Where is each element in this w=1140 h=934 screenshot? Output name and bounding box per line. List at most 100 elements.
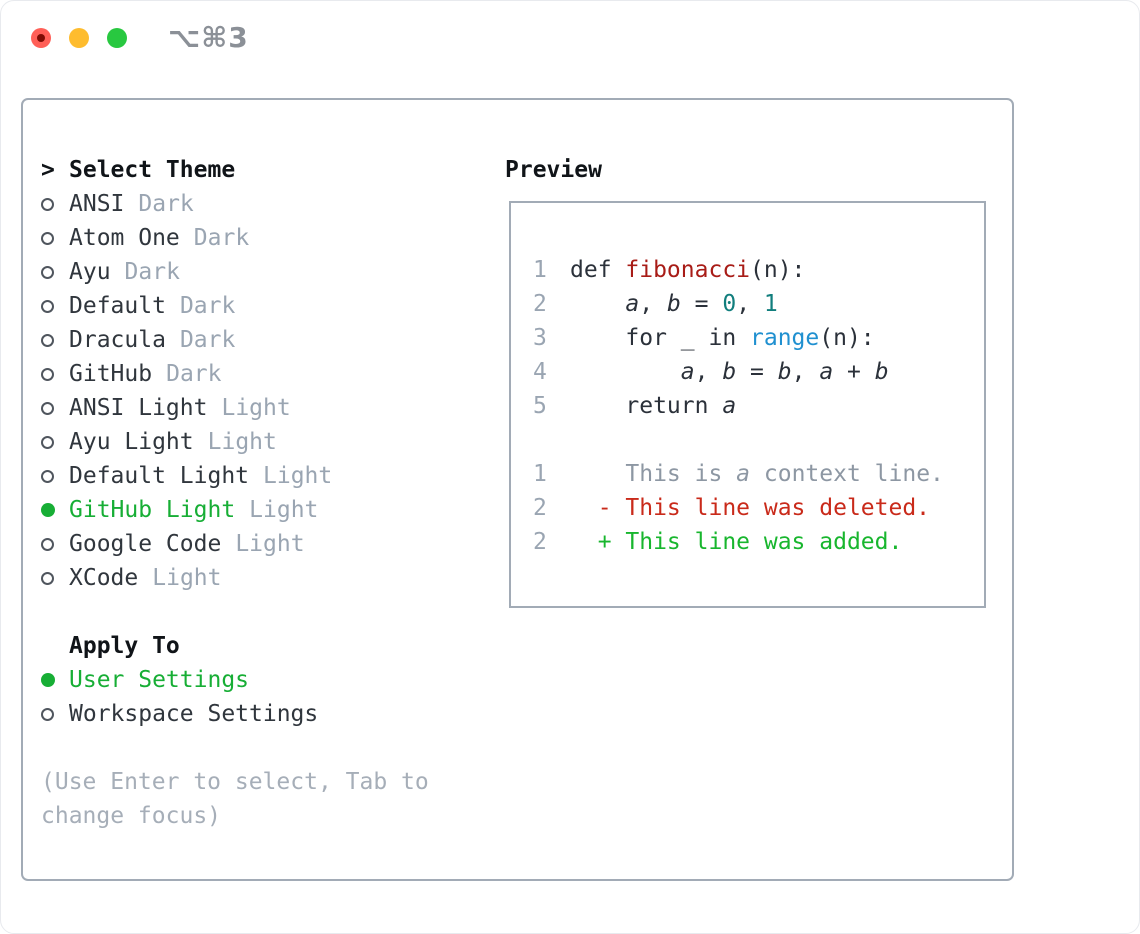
code-segment: fibonacci xyxy=(625,257,751,283)
preview-line: 5 return a xyxy=(533,389,984,423)
code-segment: return xyxy=(570,393,723,419)
prompt-chevron-icon: > xyxy=(41,157,55,183)
code-segment: 1 xyxy=(763,291,778,317)
code-segment xyxy=(570,291,625,317)
line-content: This is a context line. xyxy=(570,461,944,487)
theme-name: Dracula xyxy=(69,327,166,353)
preview-line: 1 This is a context line. xyxy=(533,457,984,491)
theme-name: GitHub Light xyxy=(69,497,236,523)
radio-gutter xyxy=(41,333,69,347)
zoom-button[interactable] xyxy=(107,28,127,48)
code-segment xyxy=(570,359,681,385)
theme-option[interactable]: GitHub Light Light xyxy=(41,493,481,527)
radio-gutter xyxy=(41,537,69,551)
line-number: 2 xyxy=(533,495,547,521)
preview-line: 2 + This line was added. xyxy=(533,525,984,559)
line-number: 5 xyxy=(533,393,547,419)
radio-selected-icon xyxy=(41,503,55,517)
close-button[interactable] xyxy=(31,28,51,48)
code-segment: + xyxy=(833,359,875,385)
preview-line: 4 a, b = b, a + b xyxy=(533,355,984,389)
radio-unselected-icon xyxy=(41,469,54,483)
code-segment: , xyxy=(694,359,723,385)
code-segment: def xyxy=(570,257,626,283)
radio-gutter xyxy=(41,571,69,585)
code-segment: a xyxy=(680,359,695,385)
code-segment: , xyxy=(736,291,764,317)
radio-gutter xyxy=(41,401,69,415)
code-segment: = xyxy=(680,291,723,317)
theme-option[interactable]: Ayu Light Light xyxy=(41,425,481,459)
apply-to-title: Apply To xyxy=(69,633,180,659)
code-segment: b xyxy=(777,359,792,385)
spacer xyxy=(41,595,481,629)
apply-to-option[interactable]: User Settings xyxy=(41,663,481,697)
radio-gutter xyxy=(41,469,69,483)
theme-option[interactable]: ANSI Light Light xyxy=(41,391,481,425)
spacer xyxy=(41,731,481,765)
theme-variant: Light xyxy=(221,395,291,421)
code-segment: b xyxy=(722,359,737,385)
apply-to-option[interactable]: Workspace Settings xyxy=(41,697,481,731)
theme-variant: Dark xyxy=(124,259,180,285)
theme-variant: Dark xyxy=(179,327,236,353)
radio-unselected-icon xyxy=(41,265,54,279)
radio-gutter xyxy=(41,673,69,687)
line-number: 2 xyxy=(533,291,547,317)
theme-variant: Light xyxy=(235,531,305,557)
theme-name: GitHub xyxy=(69,361,153,387)
apply-to-name: User Settings xyxy=(69,667,250,693)
title-bar: ⌥⌘3 xyxy=(1,1,1139,77)
radio-unselected-icon xyxy=(41,707,54,721)
preview-line: 1 def fibonacci(n): xyxy=(533,253,984,287)
theme-option[interactable]: Google Code Light xyxy=(41,527,481,561)
radio-gutter xyxy=(41,197,69,211)
line-number: 1 xyxy=(533,257,547,283)
radio-unselected-icon xyxy=(41,435,54,449)
theme-option[interactable]: Dracula Dark xyxy=(41,323,481,357)
theme-variant: Dark xyxy=(193,225,250,251)
traffic-lights xyxy=(31,28,127,48)
theme-name: XCode xyxy=(69,565,139,591)
theme-name: ANSI xyxy=(69,191,125,217)
theme-name: Default Light xyxy=(69,463,250,489)
line-content: for _ in range(n): xyxy=(570,325,874,351)
radio-gutter xyxy=(41,265,69,279)
code-segment: a xyxy=(819,359,834,385)
theme-name: ANSI Light xyxy=(69,395,208,421)
code-segment: - This line was deleted. xyxy=(570,495,931,521)
line-number: 4 xyxy=(533,359,547,385)
radio-gutter xyxy=(41,367,69,381)
radio-gutter xyxy=(41,503,69,517)
code-segment: for _ in xyxy=(570,325,751,351)
preview-line: 3 for _ in range(n): xyxy=(533,321,984,355)
radio-gutter xyxy=(41,435,69,449)
window-title: ⌥⌘3 xyxy=(168,21,249,54)
preview-line: 2 - This line was deleted. xyxy=(533,491,984,525)
minimize-button[interactable] xyxy=(69,28,89,48)
radio-unselected-icon xyxy=(41,299,54,313)
theme-name: Google Code xyxy=(69,531,222,557)
theme-name: Ayu Light xyxy=(69,429,194,455)
preview-title: Preview xyxy=(505,157,602,183)
theme-variant: Light xyxy=(249,497,319,523)
line-content: def fibonacci(n): xyxy=(570,257,805,283)
radio-gutter xyxy=(41,707,69,721)
help-line: (Use Enter to select, Tab to xyxy=(41,769,429,795)
code-segment: b xyxy=(874,359,889,385)
code-segment: a xyxy=(625,291,640,317)
theme-variant: Light xyxy=(207,429,277,455)
line-content: return a xyxy=(570,393,736,419)
